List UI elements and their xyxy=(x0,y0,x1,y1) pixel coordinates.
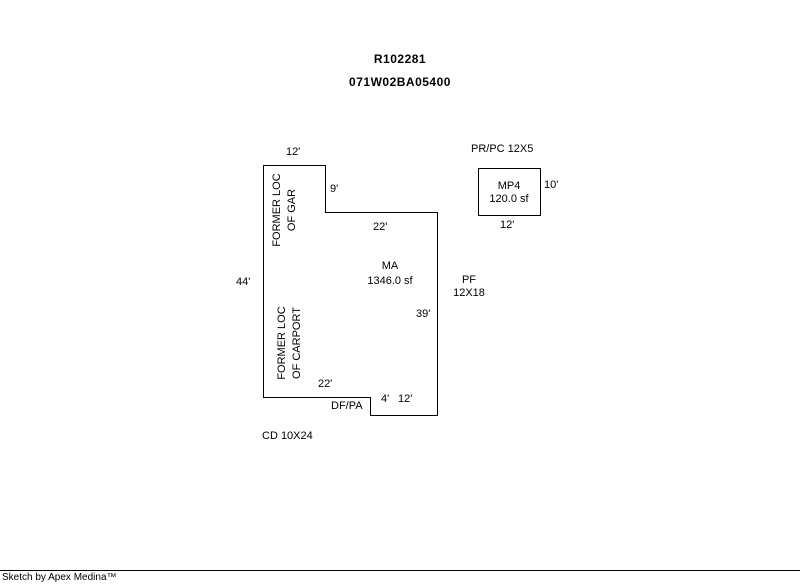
former-gar-line1: FORMER LOC xyxy=(271,173,283,247)
map-taxlot: 071W02BA05400 xyxy=(349,75,451,89)
dfpa-label: DF/PA xyxy=(331,400,363,412)
dim-bottom-right: 12' xyxy=(398,393,413,405)
former-gar-line2: OF GAR xyxy=(286,188,298,232)
cd-label: CD 10X24 xyxy=(262,430,313,442)
main-building-outline xyxy=(263,165,438,416)
dim-step: 4' xyxy=(381,393,390,405)
dim-left: 44' xyxy=(236,276,251,288)
former-carport-line2: OF CARPORT xyxy=(291,307,303,379)
pf-feature-label: PF 12X18 xyxy=(447,274,491,300)
pf-dims: 12X18 xyxy=(453,287,485,299)
outbuilding-dim-bottom: 12' xyxy=(500,219,515,231)
dim-inner-top: 22' xyxy=(373,221,388,233)
outbuilding-label: MP4 120.0 sf xyxy=(478,180,540,206)
former-carport-line1: FORMER LOC xyxy=(276,306,288,380)
dim-right: 39' xyxy=(416,308,431,320)
outbuilding-title: PR/PC 12X5 xyxy=(471,143,534,155)
main-building-label: MA 1346.0 sf xyxy=(337,259,443,289)
main-building-area: 1346.0 sf xyxy=(367,275,413,287)
main-building-code: MA xyxy=(381,260,399,272)
former-gar-label: FORMER LOC OF GAR xyxy=(270,168,300,252)
pf-code: PF xyxy=(461,274,477,286)
outbuilding-code: MP4 xyxy=(497,180,521,192)
former-carport-label: FORMER LOC OF CARPORT xyxy=(275,297,305,389)
dim-upper-right: 9' xyxy=(330,183,339,195)
outbuilding-outline xyxy=(478,168,541,216)
sketch-credit: Sketch by Apex Medina™ xyxy=(2,572,117,583)
parcel-id: R102281 xyxy=(373,52,427,66)
outbuilding-dim-right: 10' xyxy=(544,179,559,191)
outbuilding-area: 120.0 sf xyxy=(489,193,529,205)
dim-bottom-left: 22' xyxy=(318,378,333,390)
dim-top: 12' xyxy=(286,146,301,158)
